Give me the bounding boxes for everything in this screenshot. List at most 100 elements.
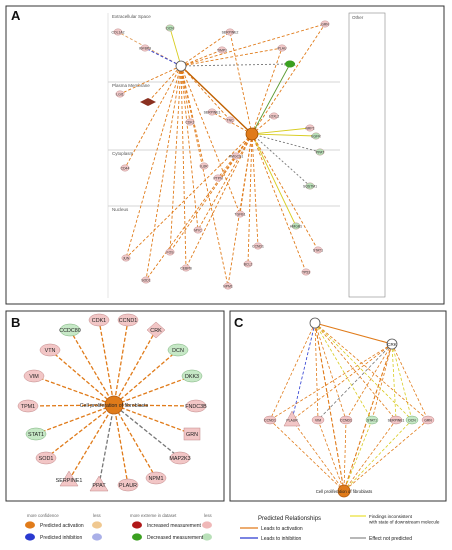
- panel-a-node-label: PPAT: [316, 151, 324, 155]
- panel-b-node-label: TPM1: [21, 404, 35, 410]
- panel-b-node-shape: [59, 470, 79, 487]
- panel-a-node-label: CD44: [121, 167, 130, 171]
- panel-a-node: [113, 28, 123, 36]
- panel-b-edge: [98, 404, 115, 486]
- panel-c-edge: [291, 322, 316, 421]
- panel-a-node: [140, 44, 150, 52]
- panel-b-edge: [113, 375, 193, 406]
- panel-c-edge: [391, 343, 429, 421]
- panel-b-letter: B: [11, 315, 20, 330]
- panel-a-node-label: JUN: [123, 257, 130, 261]
- legend-col4-title: less: [204, 513, 212, 518]
- panel-a-node: [165, 24, 175, 32]
- panel-b-node-shape: [181, 369, 203, 383]
- panel-a-node: [305, 182, 315, 190]
- panel-c-bottom-label: Cell proliferation of fibroblasts: [316, 489, 373, 494]
- panel-b-edge: [69, 329, 115, 406]
- panel-a-node: [320, 20, 330, 28]
- panel-a-node: [243, 260, 253, 268]
- panel-c-edge: [269, 343, 393, 421]
- legend-col1-title: more confidence: [27, 513, 59, 518]
- panel-c-edge: [391, 343, 397, 421]
- panel-a-node: [115, 90, 125, 98]
- panel-b-node-label: PPAT: [92, 483, 106, 489]
- panel-c-bottom-node: [337, 484, 351, 498]
- panel-c-edge: [371, 343, 393, 421]
- panel-a-node-label: NPM1: [223, 285, 233, 289]
- panel-b-node-shape: [117, 313, 139, 327]
- panel-c-edge: [314, 322, 393, 345]
- panel-a-node-label: CCND1: [252, 245, 264, 249]
- panel-b-node-shape: [23, 369, 45, 383]
- panel-a-node-label: SOD1: [141, 279, 150, 283]
- panel-a-node-label: CEBPB: [180, 267, 192, 271]
- hub-1: [175, 60, 187, 72]
- panel-b-center-label: Cell proliferation of fibroblasts: [80, 403, 149, 409]
- panel-b-edge: [113, 404, 129, 486]
- panel-a-node-label: SERPINE1: [204, 111, 221, 115]
- legend-inhibition-strong-icon: [25, 533, 35, 541]
- panel-a-node-label: LOXL2: [269, 115, 280, 119]
- panel-a-node-label: TP53: [302, 271, 310, 275]
- panel-a-edges: [117, 23, 326, 287]
- panel-b-node-label: CCND1: [119, 318, 138, 324]
- panel-b-edge: [68, 404, 115, 481]
- panel-b-edge: [113, 404, 193, 435]
- legend-col2-title: less: [93, 513, 101, 518]
- panel-b-node-shape: [185, 399, 207, 413]
- panel-b-node-label: VTN: [45, 348, 56, 354]
- panel-a-node-label: IGFBP3: [139, 47, 151, 51]
- legend-decreased-strong-icon: [132, 533, 142, 541]
- panel-a: A Extracellular Space Plasma Membrane Cy…: [5, 5, 445, 305]
- panel-b-center-node: [104, 395, 124, 415]
- panel-a-node-label: COL1A2: [111, 31, 124, 35]
- panel-b-node-shape: [145, 471, 167, 485]
- legend-increased-weak-icon: [202, 521, 212, 529]
- panel-a-node: [225, 116, 235, 124]
- panel-b-node-label: PLAUR: [119, 483, 137, 489]
- panel-b-node-shape: [146, 321, 166, 339]
- panel-c-edge: [343, 419, 429, 492]
- panel-a-node-label: SQSTM1: [303, 185, 317, 189]
- panel-c-top-right-label: CRK: [387, 342, 397, 347]
- legend-findings-inconsistent: Findings inconsistent with state of down…: [369, 514, 440, 525]
- legend-inhibition-weak-icon: [92, 533, 102, 541]
- panel-b-node-label: CRK: [150, 328, 162, 334]
- panel-b-edge: [49, 349, 115, 406]
- panel-a-node: [313, 246, 323, 254]
- layer-label-2: Cytoplasm: [112, 151, 134, 156]
- panel-a-node-label: FOS: [167, 251, 175, 255]
- panel-a-node: [165, 248, 175, 256]
- panel-b-node-label: VIM: [29, 374, 39, 380]
- panel-b-edge: [98, 319, 115, 406]
- layer-label-0: Extracellular Space: [112, 14, 151, 19]
- panel-a-node: [121, 254, 131, 262]
- panel-a-node-label: NRP1: [305, 127, 314, 131]
- panel-b-node-label: CCDC80: [59, 328, 81, 334]
- panel-a-node: [305, 124, 315, 132]
- panel-b-edge: [113, 329, 157, 406]
- panel-a-node-label: HMGB1: [290, 225, 302, 229]
- panel-c-node-shape: [263, 415, 277, 425]
- panel-b: B CCND1CDK1CRKDCNDKK3FNDC3BGRNMAP2K3NPM1…: [5, 310, 225, 502]
- panel-c-node-shape: [405, 415, 419, 425]
- panel-b-edge: [45, 404, 115, 459]
- panel-c-node-label: CCND1: [340, 419, 352, 423]
- panel-c-node-label: VIM: [315, 419, 321, 423]
- panel-a-node-label: HMGCS1: [229, 155, 244, 159]
- panel-b-node-shape: [39, 343, 61, 357]
- panel-c-node-shape: [421, 415, 435, 425]
- panel-a-node-label: LGI1: [116, 93, 123, 97]
- panel-b-node-label: GRN: [186, 432, 198, 438]
- panel-c-edge: [343, 419, 413, 492]
- panel-a-node: [253, 242, 263, 250]
- panel-c-node-label: DCN: [408, 419, 416, 423]
- panel-c-edge: [269, 419, 345, 492]
- panel-b-node-label: SOD1: [39, 456, 54, 462]
- legend-relationships-title: Predicted Relationships: [258, 516, 321, 522]
- other-label: Other: [352, 15, 364, 20]
- panel-a-node-label: IL6R: [200, 165, 208, 169]
- legend-increased-measurement: Increased measurement: [147, 523, 202, 529]
- panel-a-node-label: DCN: [166, 27, 174, 31]
- panel-c-node-label: GRN: [424, 419, 432, 423]
